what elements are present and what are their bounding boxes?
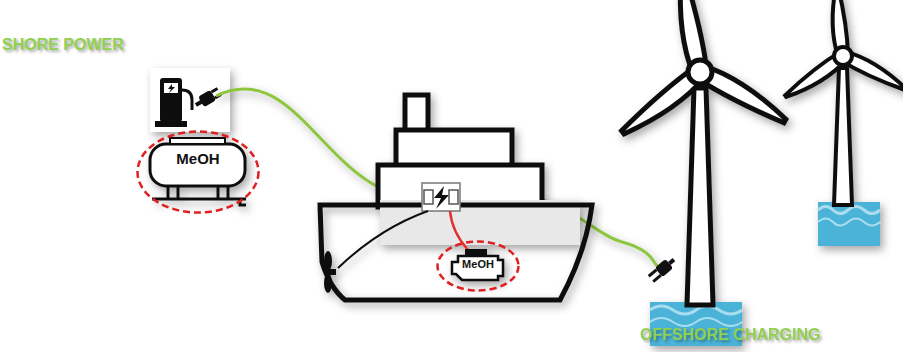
charging-station bbox=[150, 68, 230, 132]
ship bbox=[320, 95, 592, 300]
node-text: MeOH bbox=[436, 258, 520, 270]
node-text: MeOH bbox=[136, 150, 260, 167]
callout-label: OFFSHORE CHARGING bbox=[640, 326, 820, 344]
dashed-ellipse bbox=[136, 130, 260, 214]
wind-turbine bbox=[783, 0, 903, 246]
methanol-tank bbox=[150, 138, 246, 205]
methanol-tank-node: MeOH bbox=[136, 130, 260, 214]
wind-turbine bbox=[618, 0, 790, 346]
offshore-plug bbox=[647, 255, 678, 283]
callout-label: SHORE POWER bbox=[2, 36, 124, 54]
methanol-engine-node: MeOH bbox=[436, 240, 520, 292]
